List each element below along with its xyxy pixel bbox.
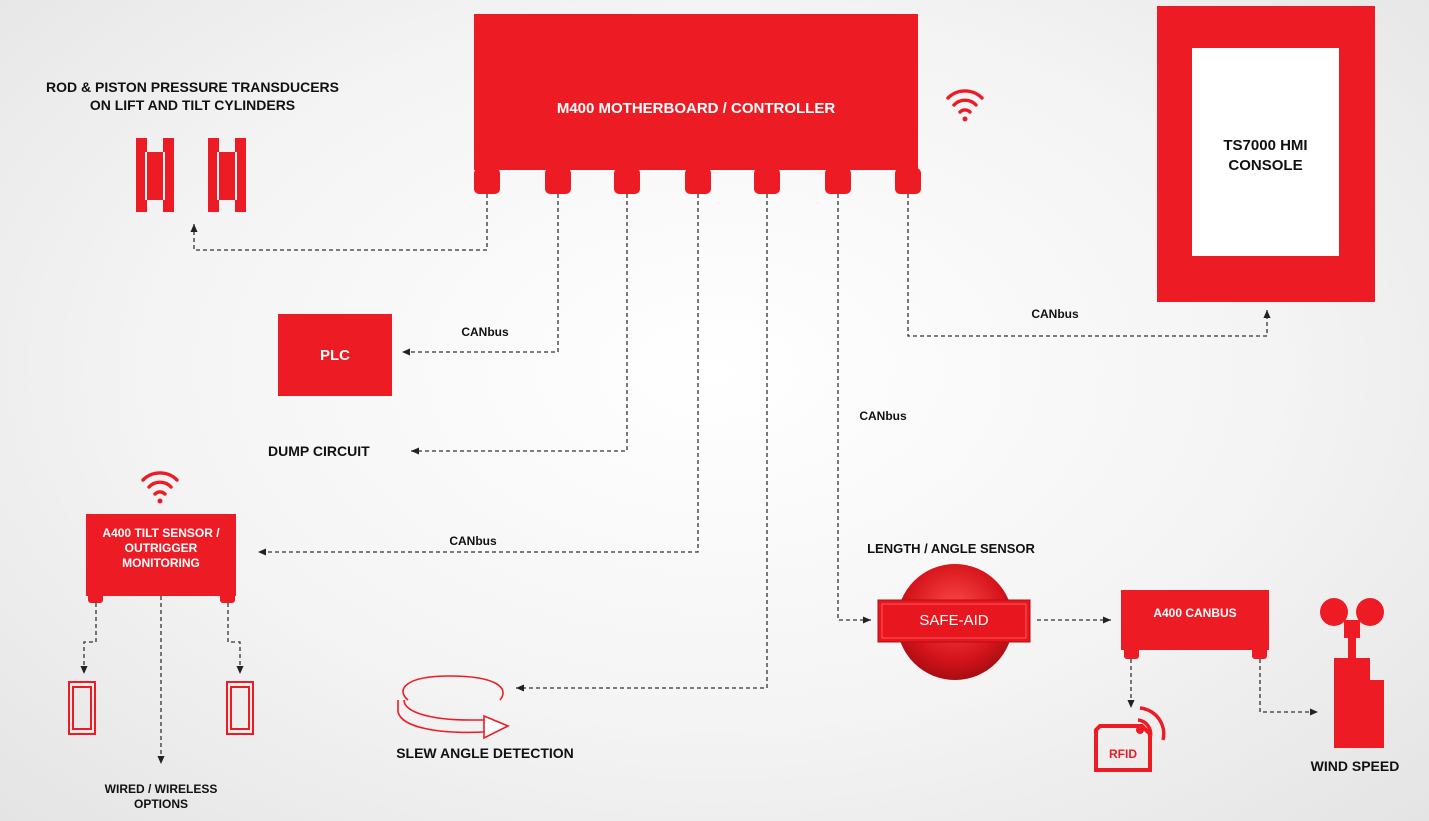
transducers-label-line1: ROD & PISTON PRESSURE TRANSDUCERS (45, 79, 339, 95)
length-angle-label: LENGTH / ANGLE SENSOR (867, 541, 1035, 556)
safe-aid-sensor (877, 564, 1031, 680)
motherboard-block (474, 14, 921, 194)
slew-angle-label: SLEW ANGLE DETECTION (396, 745, 574, 761)
tilt-label-line1: A400 TILT SENSOR / (102, 526, 220, 540)
motherboard-label: M400 MOTHERBOARD / CONTROLLER (556, 100, 836, 117)
tilt-canbus-label: CANbus (449, 534, 497, 548)
hmi-console-label: TS7000 HMI CONSOLE (1192, 136, 1339, 176)
cylinder-icon (136, 138, 246, 212)
wired-label-line1: WIRED / WIRELESS (104, 782, 218, 796)
outrigger-sensor-icon (68, 681, 254, 735)
hmi-console-block (1157, 6, 1375, 302)
rfid-icon (1094, 706, 1166, 772)
transducers-label: ROD & PISTON PRESSURE TRANSDUCERS ON LIF… (0, 78, 385, 114)
slew-arrow-icon (397, 675, 510, 740)
transducers-label-line2: ON LIFT AND TILT CYLINDERS (89, 97, 296, 113)
wired-label-line2: OPTIONS (133, 797, 188, 811)
hmi-label-line2: CONSOLE (1228, 157, 1303, 174)
hmi-canbus-label: CANbus (1031, 307, 1079, 321)
tilt-sensor-block (86, 514, 236, 603)
rfid-label: RFID (1109, 747, 1137, 761)
anemometer-icon (1320, 598, 1384, 748)
plc-block (278, 314, 392, 396)
safe-aid-canbus-label: CANbus (859, 409, 907, 423)
connection-lines (80, 194, 1318, 764)
a400-canbus-block (1121, 590, 1269, 659)
tilt-label-line2: OUTRIGGER (124, 541, 198, 555)
wifi-icon (946, 89, 984, 122)
wind-speed-label: WIND SPEED (1310, 758, 1400, 774)
wired-wireless-label: WIRED / WIRELESS OPTIONS (76, 782, 246, 812)
wifi-icon (141, 471, 179, 504)
safe-aid-label: SAFE-AID (919, 612, 989, 629)
plc-canbus-label: CANbus (461, 325, 509, 339)
plc-label: PLC (320, 347, 350, 364)
tilt-label-line3: MONITORING (122, 556, 200, 570)
hmi-label-line1: TS7000 HMI (1223, 137, 1308, 154)
a400-canbus-label: A400 CANBUS (1153, 606, 1237, 620)
tilt-sensor-label: A400 TILT SENSOR / OUTRIGGER MONITORING (86, 526, 236, 571)
dump-circuit-label: DUMP CIRCUIT (268, 443, 370, 459)
